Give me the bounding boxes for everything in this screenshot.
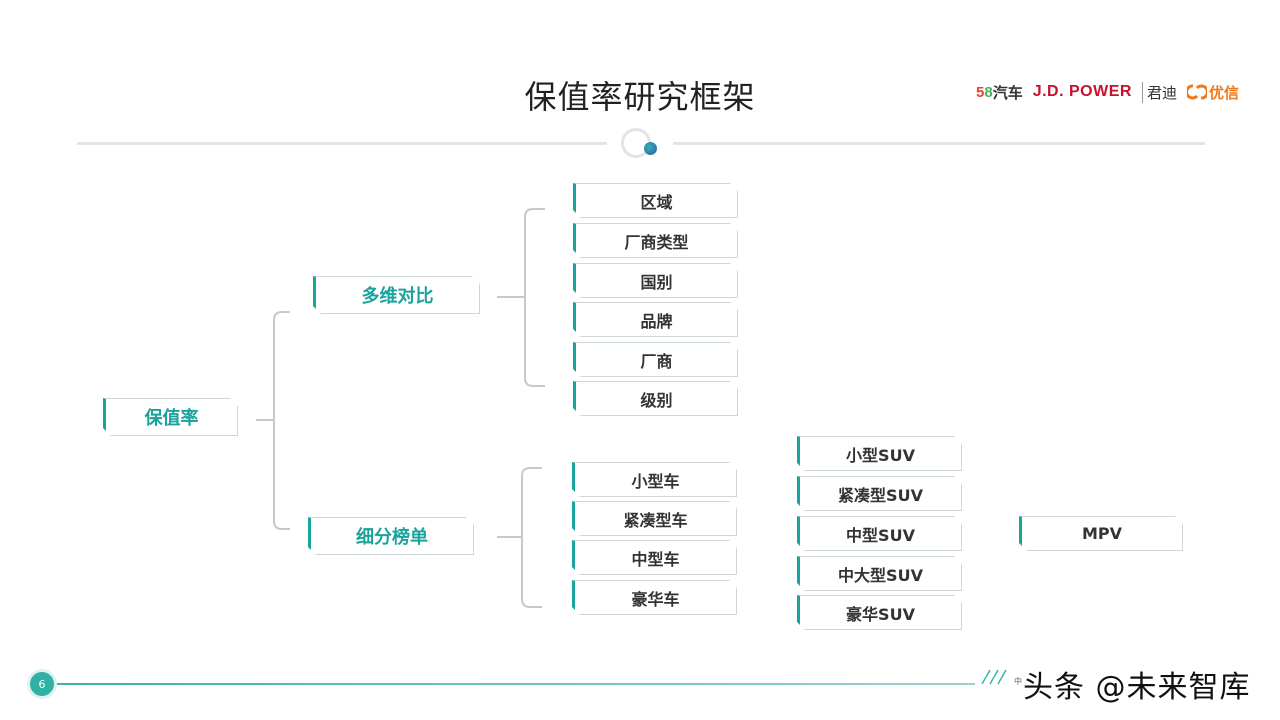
header-divider-left <box>77 142 607 145</box>
footer-line <box>55 683 975 685</box>
header-divider-right <box>673 142 1205 145</box>
branch1-brace <box>497 208 545 387</box>
watermark-text: 头条 @未来智库 <box>1023 670 1251 705</box>
item-compact-suv: 紧凑型SUV <box>797 476 962 511</box>
page-number: 6 <box>30 672 54 696</box>
footer-slash-icon <box>981 669 1007 685</box>
item-luxury-car: 豪华车 <box>572 580 737 615</box>
branch2-brace <box>497 467 542 608</box>
root-brace <box>256 311 290 530</box>
root-node: 保值率 <box>103 398 238 436</box>
item-small-car: 小型车 <box>572 462 737 497</box>
item-region: 区域 <box>573 183 738 218</box>
footer-small-text: 中 <box>1014 677 1022 686</box>
page-title: 保值率研究框架 <box>524 78 756 116</box>
divider-dot-icon <box>644 142 657 155</box>
item-midsize-suv: 中型SUV <box>797 516 962 551</box>
item-manufacturer-type: 厂商类型 <box>573 223 738 258</box>
item-brand: 品牌 <box>573 302 738 337</box>
item-midsize-car: 中型车 <box>572 540 737 575</box>
youxin-icon <box>1186 84 1207 100</box>
jd-power-logo: J.D. POWER <box>1032 83 1132 100</box>
item-class: 级别 <box>573 381 738 416</box>
branch-segment-ranking: 细分榜单 <box>308 517 474 555</box>
jundi-logo: 君迪 <box>1141 81 1177 103</box>
item-small-suv: 小型SUV <box>797 436 962 471</box>
item-compact-car: 紧凑型车 <box>572 501 737 536</box>
item-country: 国别 <box>573 263 738 298</box>
item-luxury-suv: 豪华SUV <box>797 595 962 630</box>
branch-multi-dimension: 多维对比 <box>313 276 480 314</box>
item-mpv: MPV <box>1019 516 1183 551</box>
youxin-logo: 优信 <box>1186 82 1239 103</box>
item-large-suv: 中大型SUV <box>797 556 962 591</box>
item-manufacturer: 厂商 <box>573 342 738 377</box>
